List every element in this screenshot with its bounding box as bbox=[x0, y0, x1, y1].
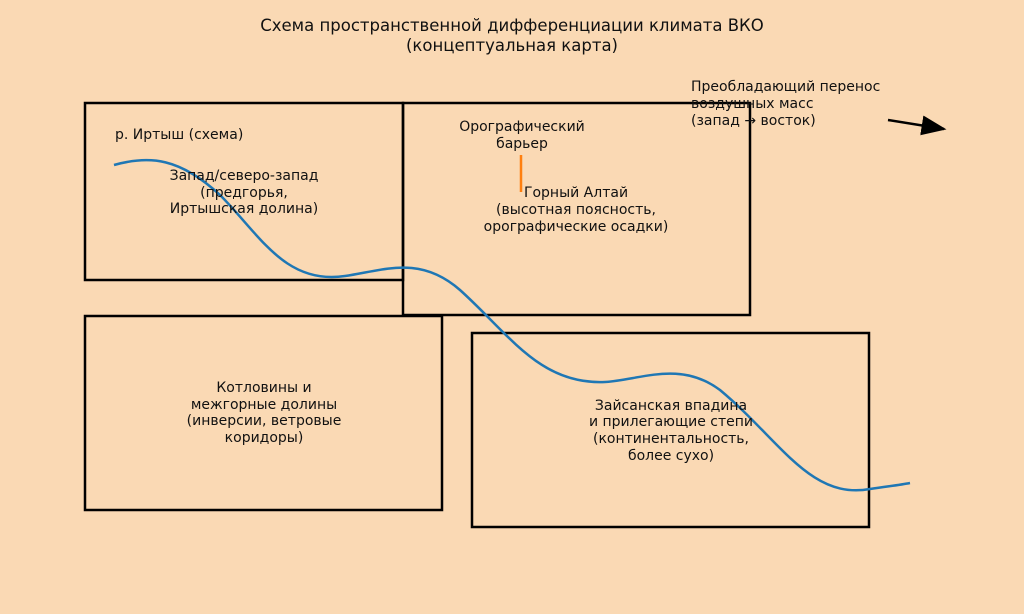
wind-label-line: Преобладающий перенос bbox=[691, 79, 880, 95]
region-basins-line: Котловины и bbox=[216, 380, 311, 396]
region-basins-line: коридоры) bbox=[225, 430, 304, 446]
wind-label-line: (запад → восток) bbox=[691, 113, 816, 129]
river-label: р. Иртыш (схема) bbox=[115, 127, 243, 143]
diagram-subtitle: (концептуальная карта) bbox=[406, 36, 618, 55]
region-zaisan-line: более сухо) bbox=[628, 448, 714, 464]
region-zaisan-line: Зайсанская впадина bbox=[595, 398, 747, 414]
region-label-zaisan: Зайсанская впадина и прилегающие степи (… bbox=[589, 398, 753, 464]
region-label-west: Запад/северо-запад (предгорья, Иртышская… bbox=[170, 168, 319, 217]
region-box-basins bbox=[83, 314, 444, 512]
region-west-line: Запад/северо-запад bbox=[170, 168, 319, 184]
region-basins-line: межгорные долины bbox=[191, 397, 337, 413]
region-zaisan-line: и прилегающие степи bbox=[589, 414, 753, 430]
region-altai-line: (высотная поясность, bbox=[496, 202, 656, 218]
wind-label: Преобладающий перенос воздушных масс (за… bbox=[691, 79, 880, 129]
region-west-line: Иртышская долина) bbox=[170, 201, 318, 217]
region-basins-line: (инверсии, ветровые bbox=[187, 413, 342, 429]
wind-label-line: воздушных масс bbox=[691, 96, 814, 112]
region-label-basins: Котловины и межгорные долины (инверсии, … bbox=[187, 380, 342, 446]
region-label-altai: Горный Алтай (высотная поясность, орогра… bbox=[484, 185, 669, 235]
wind-direction-arrow-icon bbox=[887, 115, 947, 136]
barrier-label-line: барьер bbox=[496, 136, 548, 152]
region-altai-line: орографические осадки) bbox=[484, 219, 669, 235]
region-altai-line: Горный Алтай bbox=[524, 185, 628, 201]
region-box-altai bbox=[401, 101, 752, 317]
barrier-label-line: Орографический bbox=[459, 119, 585, 135]
barrier-label: Орографический барьер bbox=[459, 119, 585, 152]
region-box-zaisan bbox=[470, 331, 871, 529]
region-west-line: (предгорья, bbox=[200, 185, 288, 201]
irtysh-river-line bbox=[113, 158, 911, 492]
region-zaisan-line: (континентальность, bbox=[593, 431, 749, 447]
diagram-title: Схема пространственной дифференциации кл… bbox=[260, 16, 764, 35]
